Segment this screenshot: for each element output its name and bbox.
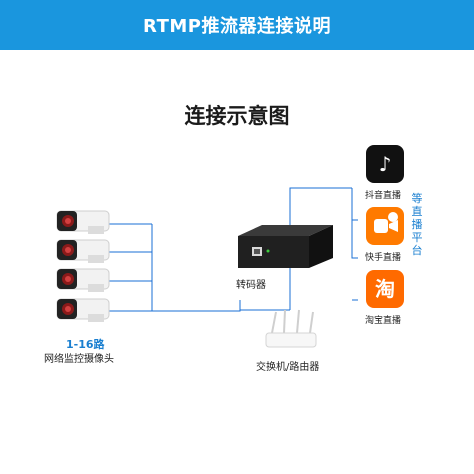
banner-title: RTMP推流器连接说明 [143,16,331,37]
camera-3 [56,268,110,292]
camera-to-router-line [152,300,241,312]
platform-branch-1 [351,188,358,259]
taobao-icon: 淘 [366,270,404,308]
kuaishou-icon [366,207,404,245]
svg-text:♪: ♪ [379,152,392,176]
router-label: 交换机/路由器 [256,362,320,373]
camera-label: 网络监控摄像头 [44,354,114,365]
platform-side-note: 等直播平台 [411,192,423,257]
title-banner: RTMP推流器连接说明 [0,0,474,50]
camera-4 [56,298,110,322]
platform-label-douyin: 抖音直播 [365,191,402,201]
connection-lines [108,187,358,312]
svg-text:淘: 淘 [375,277,395,301]
encoder-label: 转码器 [236,280,266,291]
platform-label-kuaishou: 快手直播 [365,253,402,263]
router-device [265,309,317,348]
camera-1 [56,210,110,234]
encoder-box [238,225,333,268]
camera-2 [56,239,110,263]
camera-count-label: 1-16路 [66,338,105,351]
douyin-icon: ♪ [366,145,404,183]
platform-label-taobao: 淘宝直播 [365,316,402,326]
diagram-heading: 连接示意图 [184,104,290,128]
